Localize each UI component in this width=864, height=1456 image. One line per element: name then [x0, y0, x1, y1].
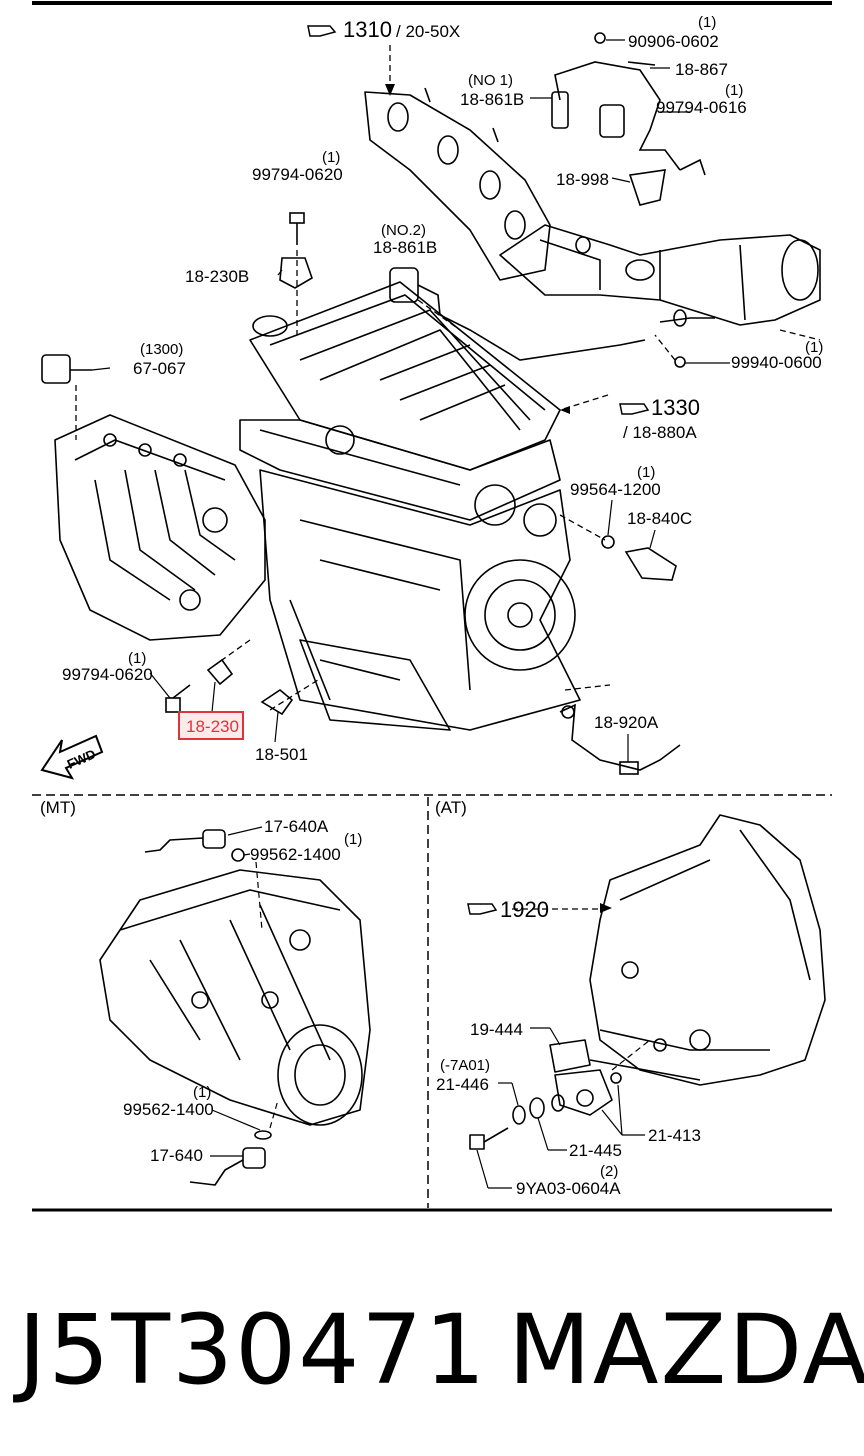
- at-leaders: [476, 908, 651, 1189]
- part-17-640a[interactable]: 17-640A: [264, 817, 329, 836]
- part-18-230[interactable]: 18-230: [186, 717, 239, 736]
- automatic-transmission-illustration: [469, 814, 826, 1150]
- labels-at: (AT) 1920 19-444 (-7A01) 21-446 21-445 2…: [435, 798, 701, 1198]
- part-21-413[interactable]: 21-413: [648, 1126, 701, 1145]
- mt-section-label: (MT): [40, 798, 76, 817]
- highlight-box-18-230[interactable]: [178, 711, 244, 740]
- ref-1310[interactable]: 1310: [343, 17, 392, 42]
- qty-99940-0600: (1): [805, 339, 823, 356]
- part-18-867[interactable]: 18-867: [675, 60, 728, 79]
- labels-mt: (MT) 17-640A (1) 99562-1400 (1) 99562-14…: [40, 798, 362, 1165]
- mt-leaders: [210, 826, 279, 1157]
- part-90906-0602[interactable]: 90906-0602: [628, 32, 719, 51]
- part-18-230b[interactable]: 18-230B: [185, 267, 249, 286]
- parts-top: [41, 32, 715, 775]
- part-99794-0616[interactable]: 99794-0616: [656, 98, 747, 117]
- part-99562-1400-top[interactable]: 99562-1400: [250, 845, 341, 864]
- ref-1330-sub: / 18-880A: [623, 423, 697, 442]
- qty-99562-1400-low: (1): [193, 1084, 211, 1101]
- ref-1300: (1300): [140, 341, 183, 358]
- part-99564-1200[interactable]: 99564-1200: [570, 480, 661, 499]
- part-67-067[interactable]: 67-067: [133, 359, 186, 378]
- part-18-998[interactable]: 18-998: [556, 170, 609, 189]
- part-number-caption: J5T30471: [18, 1294, 488, 1406]
- part-19-444[interactable]: 19-444: [470, 1020, 523, 1039]
- part-99794-0620-top[interactable]: 99794-0620: [252, 165, 343, 184]
- qty-99562-1400-top: (1): [344, 831, 362, 848]
- no1-label: (NO 1): [468, 72, 513, 89]
- ref-1310-sub: / 20-50X: [396, 22, 460, 41]
- brand-caption: MAZDA: [508, 1294, 864, 1406]
- qty-90906-0602: (1): [698, 14, 716, 31]
- part-18-861b-no1[interactable]: 18-861B: [460, 90, 524, 109]
- part-99940-0600[interactable]: 99940-0600: [731, 353, 822, 372]
- qty-99794-0620-top: (1): [322, 149, 340, 166]
- qty-99564-1200: (1): [637, 464, 655, 481]
- part-18-840c[interactable]: 18-840C: [627, 509, 692, 528]
- part-17-640[interactable]: 17-640: [150, 1146, 203, 1165]
- part-18-501[interactable]: 18-501: [255, 745, 308, 764]
- labels-top: 1310 / 20-50X (1) 90906-0602 18-867 (NO …: [62, 14, 823, 764]
- qty-99794-0616: (1): [725, 82, 743, 99]
- at-section-label: (AT): [435, 798, 467, 817]
- reference-hand-icon: [307, 25, 650, 915]
- part-99562-1400-low[interactable]: 99562-1400: [123, 1100, 214, 1119]
- no2-label: (NO.2): [381, 222, 426, 239]
- fwd-arrow-icon: FWD: [40, 734, 104, 780]
- part-21-445[interactable]: 21-445: [569, 1141, 622, 1160]
- qty-9ya03: (2): [600, 1163, 618, 1180]
- part-7a01: (-7A01): [440, 1057, 490, 1074]
- leader-lines-solid: [91, 39, 730, 762]
- manual-transmission-illustration: [99, 829, 371, 1186]
- part-18-861b-no2[interactable]: 18-861B: [373, 238, 437, 257]
- engine-block-illustration: [54, 87, 821, 731]
- part-18-920a[interactable]: 18-920A: [594, 713, 659, 732]
- part-99794-0620-low[interactable]: 99794-0620: [62, 665, 153, 684]
- part-21-446[interactable]: 21-446: [436, 1075, 489, 1094]
- ref-1330[interactable]: 1330: [651, 395, 700, 420]
- part-9ya03-0604a[interactable]: 9YA03-0604A: [516, 1179, 621, 1198]
- ref-1920[interactable]: 1920: [500, 897, 549, 922]
- qty-99794-0620-low: (1): [128, 650, 146, 667]
